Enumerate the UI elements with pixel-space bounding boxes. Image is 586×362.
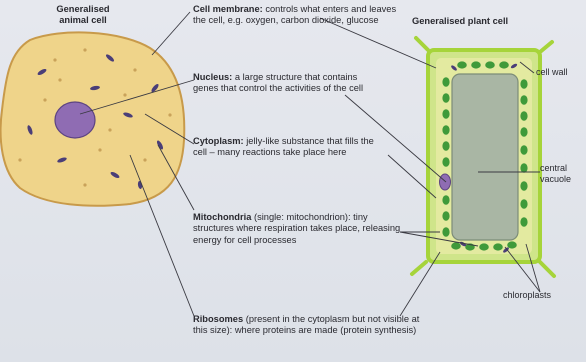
- ribosomes-label: Ribosomes (present in the cytoplasm but …: [193, 314, 425, 337]
- nucleus-label: Nucleus: a large structure that contains…: [193, 72, 378, 95]
- chloroplasts-label: chloroplasts: [503, 290, 551, 301]
- plant-cell-title: Generalised plant cell: [412, 16, 562, 27]
- mitochondria-label: Mitochondria (single: mitochondrion): ti…: [193, 212, 403, 246]
- plant-nucleus: [440, 174, 451, 190]
- central-vacuole: [452, 74, 518, 240]
- nucleus-term: Nucleus:: [193, 72, 232, 82]
- cell-membrane-term: Cell membrane:: [193, 4, 263, 14]
- central-vacuole-label: central vacuole: [540, 163, 584, 185]
- mitochondria-term: Mitochondria: [193, 212, 251, 222]
- animal-cell: [1, 32, 185, 205]
- plant-cell: [412, 38, 554, 276]
- cytoplasm-term: Cytoplasm:: [193, 136, 244, 146]
- cytoplasm-label: Cytoplasm: jelly-like substance that fil…: [193, 136, 388, 159]
- ribosomes-term: Ribosomes: [193, 314, 243, 324]
- cell-membrane-label: Cell membrane: controls what enters and …: [193, 4, 398, 27]
- animal-nucleus: [55, 102, 95, 138]
- animal-cell-title: Generalised animal cell: [50, 4, 116, 26]
- cell-wall-label: cell wall: [536, 67, 568, 78]
